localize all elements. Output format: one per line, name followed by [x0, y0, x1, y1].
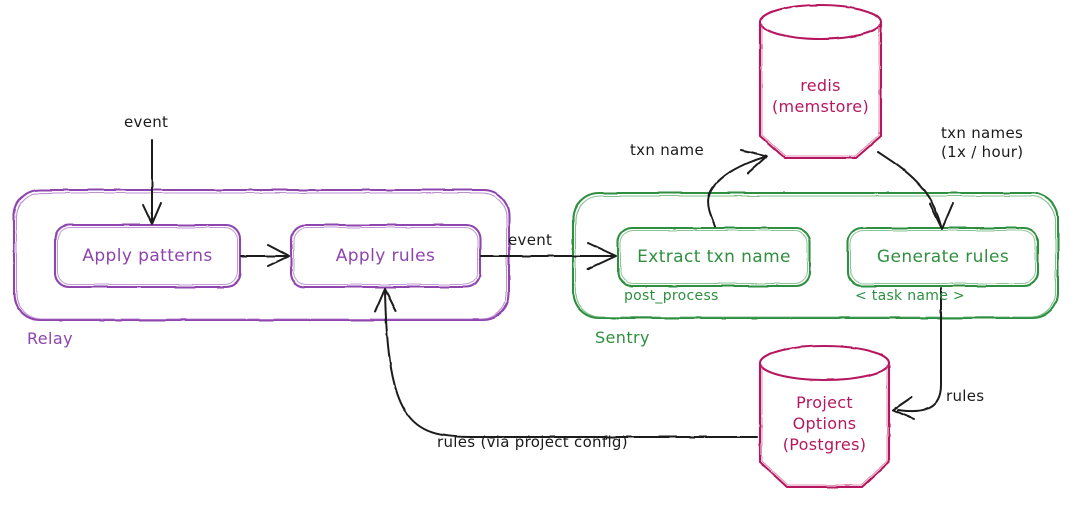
edge-event-in — [142, 139, 162, 225]
node-box-generate-rules[interactable] — [846, 226, 1040, 288]
datastore-cylinder-postgres[interactable] — [758, 344, 891, 489]
edge-rules — [892, 287, 942, 420]
datastore-cylinder-redis[interactable] — [758, 3, 883, 160]
edge-txn-name — [707, 149, 768, 227]
node-box-extract-txn-name[interactable] — [616, 226, 812, 288]
edge-apply-patterns-to-apply-rules — [240, 244, 290, 267]
edge-rules-via-project-config — [374, 288, 758, 438]
edge-event-out — [480, 242, 617, 270]
node-box-apply-patterns[interactable] — [53, 223, 242, 289]
edge-txn-names — [877, 151, 954, 230]
node-box-apply-rules[interactable] — [289, 223, 482, 289]
